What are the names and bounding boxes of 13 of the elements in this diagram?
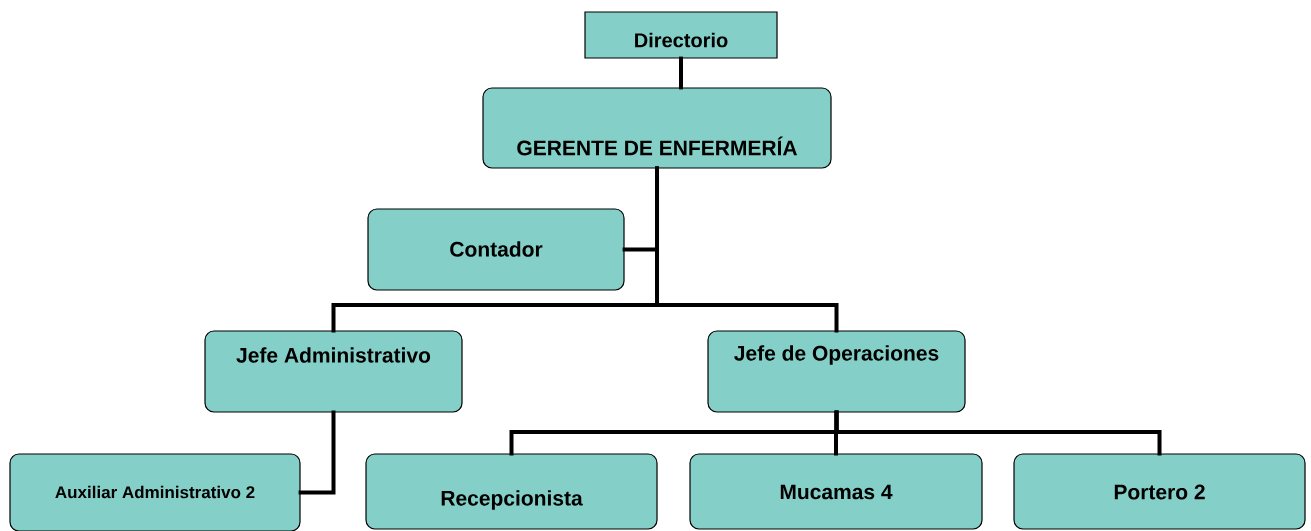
org-box: GERENTE DE ENFERMERÍA xyxy=(482,87,832,169)
org-box: Contador xyxy=(367,208,625,291)
org-box: Jefe de Operaciones xyxy=(707,330,966,413)
org-box: Mucamas 4 xyxy=(689,453,983,530)
connector-line xyxy=(298,410,336,495)
connector-line xyxy=(834,410,1162,456)
org-box: Auxiliar Administrativo 2 xyxy=(9,453,301,531)
org-box: Directorio xyxy=(584,11,778,59)
org-box: Jefe Administrativo xyxy=(204,330,463,413)
connector-line xyxy=(655,166,839,333)
org-box: Recepcionista xyxy=(365,453,658,530)
org-box: Portero 2 xyxy=(1013,453,1306,530)
connector-line xyxy=(679,56,683,90)
